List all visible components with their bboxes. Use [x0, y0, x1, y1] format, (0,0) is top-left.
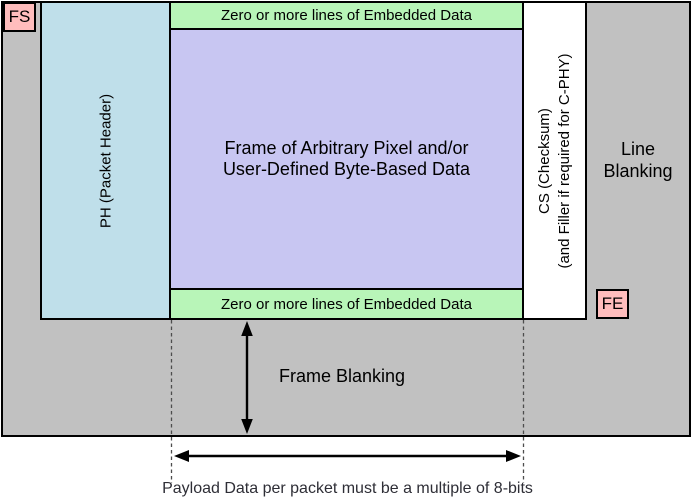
pixel-data-region: Frame of Arbitrary Pixel and/or User-Def… — [169, 28, 524, 290]
pixel-data-label-line1: Frame of Arbitrary Pixel and/or — [224, 138, 469, 158]
embedded-data-bottom-label: Zero or more lines of Embedded Data — [221, 295, 472, 313]
frame-end-badge: FE — [596, 289, 629, 319]
frame-start-badge: FS — [3, 2, 36, 32]
frame-blanking-label: Frame Blanking — [278, 366, 406, 386]
checksum-label-line1: CS (Checksum) — [535, 107, 553, 214]
embedded-data-top-bar: Zero or more lines of Embedded Data — [169, 1, 524, 30]
checksum-label-line2: (and Filler if required for C-PHY) — [555, 52, 573, 269]
packet-header-column: PH (Packet Header) — [40, 1, 171, 320]
payload-caption: Payload Data per packet must be a multip… — [162, 480, 533, 497]
checksum-column: CS (Checksum) (and Filler if required fo… — [522, 1, 587, 320]
pixel-data-label-line2: User-Defined Byte-Based Data — [222, 159, 471, 179]
payload-width-arrow — [174, 450, 521, 462]
line-blanking-label: Line Blanking — [603, 139, 673, 181]
embedded-data-bottom-bar: Zero or more lines of Embedded Data — [169, 288, 524, 320]
embedded-data-top-label: Zero or more lines of Embedded Data — [221, 7, 472, 24]
packet-header-label: PH (Packet Header) — [97, 93, 114, 228]
checksum-label: CS (Checksum) (and Filler if required fo… — [535, 53, 575, 268]
